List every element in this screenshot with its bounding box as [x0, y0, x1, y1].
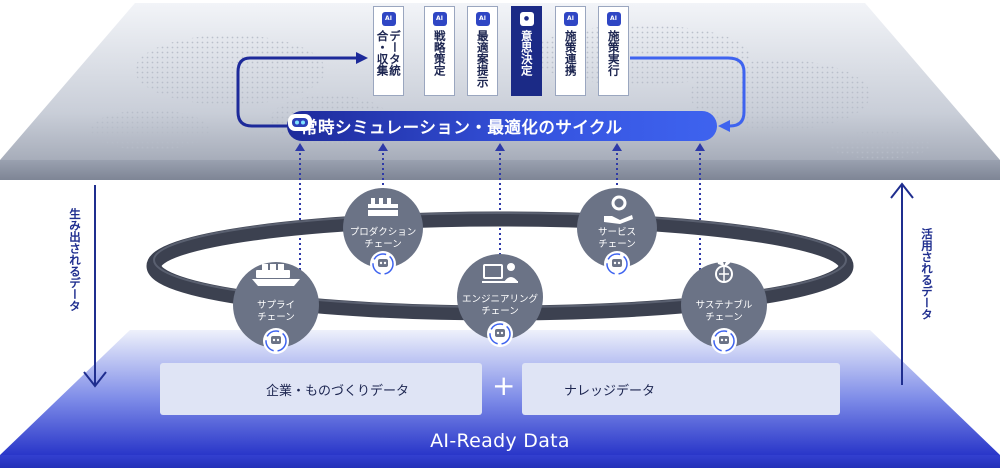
- step-card-decision: ● 意思決定: [511, 6, 542, 96]
- chain-label-production: プロダクション チェーン: [350, 227, 417, 251]
- chain-label-line1: サステナブル: [695, 300, 753, 311]
- ai-badge-icon: AI: [475, 12, 490, 26]
- factory-icon: [368, 198, 398, 216]
- ai-badge-icon: AI: [563, 12, 578, 26]
- ai-badge-icon: AI: [432, 12, 447, 26]
- chain-nodes: [233, 188, 767, 348]
- robot-badge-engineering: [487, 321, 513, 347]
- chain-label-line2: チェーン: [257, 312, 295, 323]
- chain-label-line1: サプライ: [256, 300, 296, 311]
- step-card-data-collection: AI データ統合・収集: [373, 6, 404, 96]
- ai-badge-icon: AI: [606, 12, 621, 26]
- step-card-strategy: AI 戦略策定: [424, 6, 455, 96]
- step-card-optimal-proposal: AI 最適案提示: [467, 6, 498, 96]
- bottom-plate: [0, 330, 1000, 468]
- ship-icon: [252, 264, 300, 286]
- chain-label-line2: チェーン: [364, 239, 402, 250]
- globe-plant-icon: [715, 259, 733, 283]
- step-label: 施策実行: [606, 30, 621, 76]
- robot-icon: [288, 114, 312, 131]
- node-engineering: [457, 254, 543, 340]
- ai-ready-data-title: AI-Ready Data: [430, 430, 570, 452]
- step-label: 施策連携: [563, 30, 578, 76]
- connector-arrowheads: [295, 143, 705, 151]
- right-up-arrow: [890, 182, 914, 385]
- manufacturing-data-label: 企業・ものづくりデータ: [266, 383, 410, 399]
- step-label: 最適案提示: [475, 30, 490, 88]
- node-supply: [233, 262, 319, 348]
- generated-data-label: 生み出されるデータ: [68, 208, 82, 312]
- utilized-data-label: 活用されるデータ: [920, 228, 934, 320]
- step-label: 戦略策定: [432, 30, 447, 76]
- chain-label-line1: プロダクション: [349, 227, 417, 238]
- node-service: [577, 188, 657, 268]
- cycle-label: 常時シミュレーション・最適化のサイクル: [301, 118, 623, 137]
- chain-label-service: サービス チェーン: [598, 227, 636, 251]
- person-badge-icon: ●: [519, 12, 534, 26]
- chain-label-line2: チェーン: [481, 306, 519, 317]
- node-robot-badges: [263, 251, 737, 354]
- plus-sign: +: [492, 369, 516, 402]
- chain-label-sustainable: サステナブル チェーン: [696, 300, 753, 324]
- chain-label-line2: チェーン: [705, 312, 743, 323]
- robot-badge-service: [604, 251, 630, 277]
- cycle-loop-arrow: [236, 52, 746, 132]
- knowledge-data-card: ナレッジデータ: [522, 363, 840, 415]
- hand-gear-icon: [604, 195, 633, 224]
- step-label: データ統合・収集: [375, 30, 403, 76]
- chain-label-line2: チェーン: [598, 239, 636, 250]
- ai-badge-icon: AI: [381, 12, 396, 26]
- chain-label-line1: サービス: [597, 227, 637, 238]
- left-down-arrow: [83, 185, 107, 388]
- chain-label-supply: サプライ チェーン: [257, 300, 295, 324]
- step-label: 意思決定: [519, 30, 534, 76]
- robot-badge-supply: [263, 328, 289, 354]
- step-card-execution: AI 施策実行: [598, 6, 629, 96]
- cycle-bar: 常時シミュレーション・最適化のサイクル: [287, 111, 717, 141]
- chain-label-line1: エンジニアリング: [461, 294, 539, 305]
- node-production: [343, 188, 423, 268]
- step-card-coordination: AI 施策連携: [555, 6, 586, 96]
- robot-badge-production: [370, 251, 396, 277]
- robot-badge-sustainable: [711, 328, 737, 354]
- knowledge-data-label: ナレッジデータ: [564, 383, 656, 399]
- chain-label-engineering: エンジニアリング チェーン: [462, 294, 538, 318]
- manufacturing-data-card: 企業・ものづくりデータ: [160, 363, 482, 415]
- node-sustainable: [681, 262, 767, 348]
- engineer-desk-icon: [482, 263, 518, 283]
